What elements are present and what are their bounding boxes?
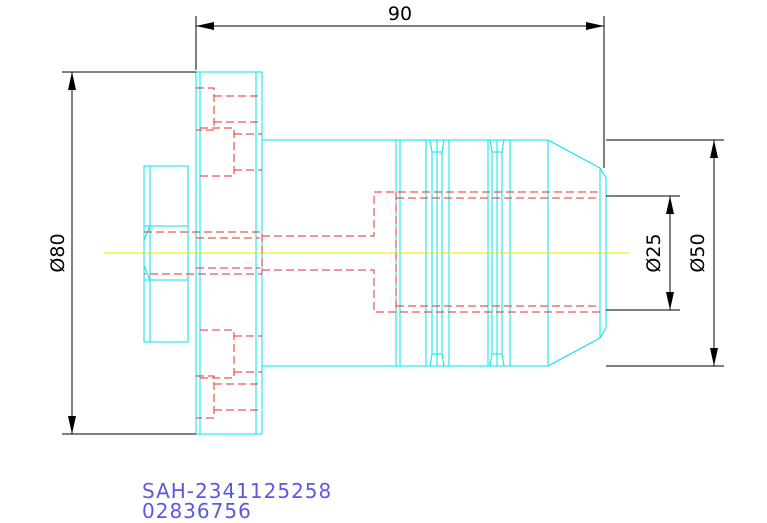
dimension-length: 90 — [195, 3, 605, 168]
dimension-body-diameter: Ø50 — [606, 139, 724, 367]
dimension-flange-diameter: Ø80 — [47, 71, 196, 435]
dimension-bore-diameter: Ø25 — [606, 195, 680, 311]
body-diameter-label: Ø50 — [687, 233, 709, 272]
length-label: 90 — [388, 3, 412, 25]
flange-diameter-label: Ø80 — [47, 233, 69, 272]
part-number: SAH-2341125258 — [142, 479, 332, 503]
part-code: 02836756 — [142, 499, 252, 523]
bore-diameter-label: Ø25 — [643, 233, 665, 272]
left-boss — [143, 165, 189, 343]
